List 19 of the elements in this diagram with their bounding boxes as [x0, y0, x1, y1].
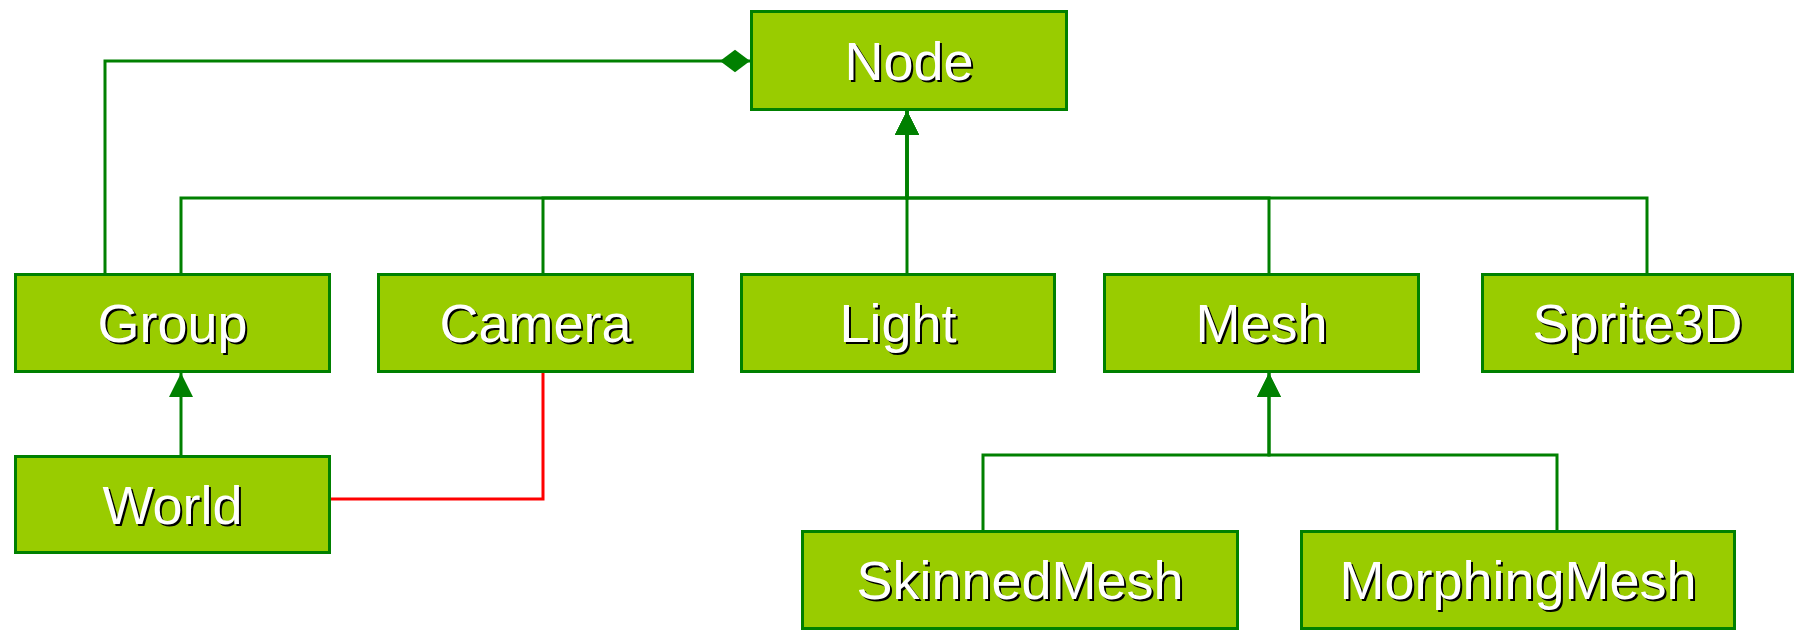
- class-box: [14, 273, 331, 373]
- class-box: [740, 273, 1056, 373]
- class-name: Mesh: [1195, 296, 1328, 350]
- class-name: Camera: [439, 296, 632, 350]
- association-line: [331, 373, 545, 501]
- class-box: [1103, 273, 1420, 373]
- class-box: [1300, 530, 1736, 630]
- class-box: [14, 455, 331, 554]
- inheritance-arrow: [169, 373, 193, 455]
- class-box: [1481, 273, 1794, 373]
- inheritance-arrow: [1257, 373, 1559, 530]
- class-box: [750, 10, 1068, 111]
- class-box: [377, 273, 694, 373]
- composition-connector: [103, 49, 750, 273]
- class-box: [801, 530, 1239, 630]
- class-name: SkinnedMesh: [856, 553, 1184, 607]
- class-name: Node: [844, 33, 974, 88]
- inheritance-arrow: [895, 111, 1649, 273]
- class-name: World: [102, 477, 243, 532]
